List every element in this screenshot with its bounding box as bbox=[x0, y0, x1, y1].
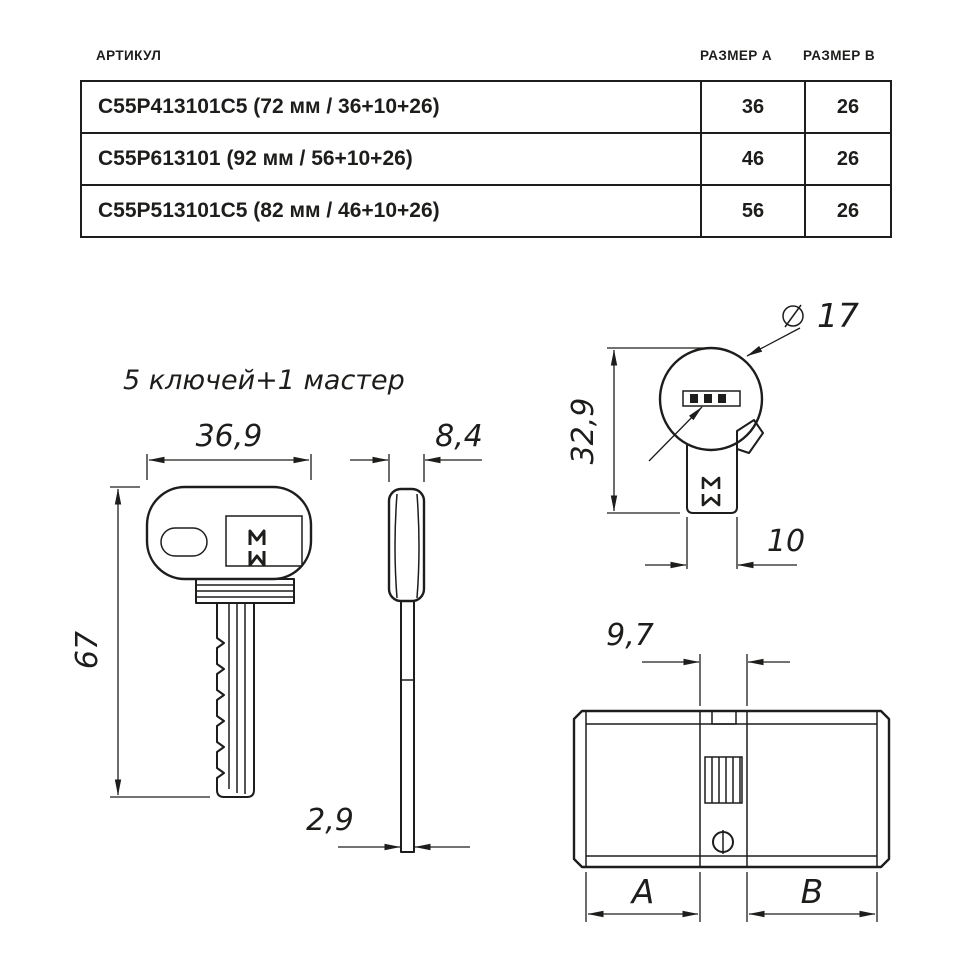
key-ring-hole bbox=[160, 527, 208, 557]
keys-note: 5 ключей+1 мастер bbox=[123, 365, 405, 396]
size-b-cell: 26 bbox=[836, 199, 860, 222]
dimension-b-label: B bbox=[801, 872, 824, 911]
size-a-cell: 56 bbox=[702, 186, 806, 236]
diameter-symbol bbox=[782, 304, 804, 328]
cam-hatching bbox=[711, 757, 741, 803]
blade-thickness-label: 2,9 bbox=[306, 803, 354, 838]
key-width-dimension bbox=[146, 454, 312, 480]
table-row: C55P613101 (92 мм / 56+10+26) 46 26 bbox=[82, 132, 890, 184]
cylinder-body-end bbox=[686, 444, 738, 514]
keyway-pin bbox=[718, 394, 726, 403]
brand-logo-icon bbox=[248, 529, 266, 567]
diameter-dimension bbox=[746, 327, 801, 357]
article-cell: C55P413101C5 (72 мм / 36+10+26) bbox=[82, 82, 702, 132]
keyway-leader-line bbox=[648, 406, 703, 462]
size-b-cell: 26 bbox=[836, 95, 860, 118]
table-header-row: АРТИКУЛ РАЗМЕР A РАЗМЕР B bbox=[0, 48, 970, 68]
key-front-view bbox=[145, 485, 313, 798]
article-table: C55P413101C5 (72 мм / 36+10+26) 36 26 C5… bbox=[80, 80, 892, 238]
key-blade-grooves bbox=[228, 603, 246, 794]
cam-block bbox=[704, 756, 743, 804]
key-side-width-dimension bbox=[350, 454, 482, 482]
size-a-cell: 46 bbox=[702, 134, 806, 184]
article-cell: C55P513101C5 (82 мм / 46+10+26) bbox=[82, 186, 702, 236]
body-width-label: 10 bbox=[767, 524, 805, 559]
size-b-cell: 26 bbox=[836, 147, 860, 170]
cylinder-face bbox=[658, 346, 764, 452]
dimension-b bbox=[746, 872, 878, 922]
cylinder-height-dimension bbox=[607, 347, 703, 514]
table-row: C55P513101C5 (82 мм / 46+10+26) 56 26 bbox=[82, 184, 890, 236]
key-head bbox=[145, 485, 313, 581]
col-header-article: АРТИКУЛ bbox=[96, 48, 162, 63]
cam-width-dimension bbox=[642, 654, 790, 706]
key-blade bbox=[216, 602, 255, 798]
key-collar-ribs bbox=[196, 584, 294, 598]
col-header-size-a: РАЗМЕР A bbox=[700, 48, 772, 63]
table-row: C55P413101C5 (72 мм / 36+10+26) 36 26 bbox=[82, 82, 890, 132]
diameter-label: 17 bbox=[817, 296, 859, 335]
key-side-width-label: 8,4 bbox=[435, 419, 483, 454]
cam-width-label: 9,7 bbox=[606, 618, 654, 653]
key-height-label: 67 bbox=[70, 631, 105, 669]
cylinder-side-view bbox=[572, 709, 891, 869]
article-cell: C55P613101 (92 мм / 56+10+26) bbox=[82, 134, 702, 184]
cam-top-notch bbox=[711, 710, 737, 725]
body-width-dimension bbox=[645, 517, 797, 569]
size-a-cell: 36 bbox=[702, 82, 806, 132]
keyway-slot bbox=[682, 390, 741, 407]
dimension-a bbox=[585, 872, 701, 922]
keyway-pin bbox=[690, 394, 698, 403]
brand-logo-icon bbox=[701, 476, 721, 507]
key-side-blade bbox=[400, 600, 415, 853]
cylinder-height-label: 32,9 bbox=[566, 398, 601, 465]
keyway-pin bbox=[704, 394, 712, 403]
key-side-view bbox=[387, 487, 426, 853]
col-header-size-b: РАЗМЕР B bbox=[803, 48, 875, 63]
key-side-head-contours bbox=[394, 493, 420, 599]
cam-tip bbox=[736, 419, 764, 454]
key-width-label: 36,9 bbox=[196, 419, 263, 454]
cylinder-end-view bbox=[648, 346, 764, 514]
dimension-a-label: A bbox=[630, 872, 655, 911]
key-height-dimension bbox=[110, 486, 210, 798]
cylinder-body bbox=[572, 709, 891, 869]
